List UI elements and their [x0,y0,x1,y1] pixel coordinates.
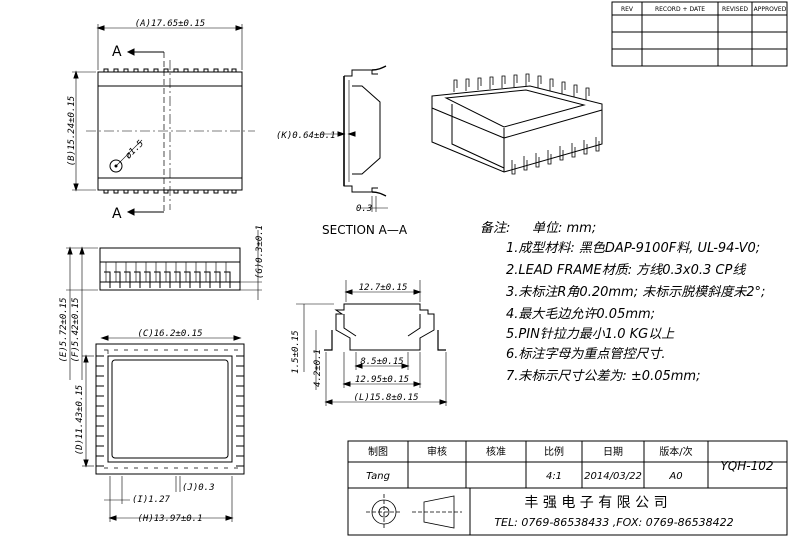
dim-a: (A)17.65±0.15 [135,19,205,29]
profile-view: 12.7±0.15 1.5±0.15 4.2±0.1 8.5±0.15 12.9… [291,280,448,406]
company-name: 丰 强 电 子 有 限 公 司 [524,495,667,511]
company-contact: TEL: 0769-86538433 ,FOX: 0769-86538422 [494,516,733,529]
top-view: A A ø1.5 (A)17.65±0.15 (B)15.24±0.15 [67,19,255,222]
note-item-7: 7.未标示尺寸公差为: ±0.05mm; [506,369,700,384]
section-title: SECTION A—A [322,223,408,237]
dim-g: (G)0.3±0.1 [255,225,265,279]
dim-e: (E)5.72±0.15 [59,297,69,362]
notes-block: 备注: 单位: mm; 1.成型材料: 黑色DAP-9100F料, UL-94-… [480,220,765,384]
dim-f: (F)5.42±0.15 [71,297,81,362]
tb-header-checked: 审核 [427,445,447,458]
title-block: 制图 审核 核准 比例 日期 版本/次 Tang 4:1 2014/03/22 … [347,440,788,536]
side-view: (G)0.3±0.1 (E)5.72±0.15 (F)5.42±0.15 [59,225,265,380]
top-view-pins [103,68,237,194]
projection-symbol-icon [366,494,462,530]
dim-k: (K)0.64±0.1 [276,131,336,141]
note-item-1: 1.成型材料: 黑色DAP-9100F料, UL-94-V0; [506,241,760,256]
dim-profile-mid: 12.95±0.15 [355,375,409,385]
section-mark-top: A [112,44,122,60]
dim-d: (D)11.43±0.15 [75,385,85,455]
rev-header-approved: APPROVED [754,6,787,13]
note-item-4: 4.最大毛边允许0.05mm; [506,306,655,322]
rev-header-record: RECORD + DATE [655,6,705,13]
dim-i: (I)1.27 [132,495,171,505]
bottom-view: (C)16.2±0.15 (D)11.43±0.15 (I)1.27 (J)0.… [75,329,245,524]
note-item-3: 3.未标注R角0.20mm; 未标示脱模斜度未2°; [506,285,765,300]
tb-value-version: A0 [668,471,682,482]
isometric-pins [453,73,600,175]
dim-profile-l: (L)15.8±0.15 [353,393,418,403]
section-view: (K)0.64±0.1 0.3 SECTION A—A [276,65,408,237]
dim-profile-h2: 4.2±0.1 [313,349,323,387]
dim-c: (C)16.2±0.15 [137,329,202,339]
dim-pin: 0.3 [356,204,372,214]
tb-header-date: 日期 [603,446,623,458]
note-item-5: 5.PIN针拉力最小1.0 KG以上 [506,326,675,342]
revision-table: REV RECORD + DATE REVISED APPROVED [611,1,788,67]
dim-profile-h1: 1.5±0.15 [291,330,301,373]
dim-profile-inner: 8.5±0.15 [360,357,403,367]
tb-header-drawn: 制图 [368,445,388,458]
notes-title: 备注: [480,221,510,236]
tb-value-scale: 4:1 [546,471,562,482]
note-item-2: 2.LEAD FRAME材质: 方线0.3x0.3 CP线 [506,263,746,278]
rev-header-rev: REV [621,6,634,13]
section-mark-bottom: A [112,206,122,222]
locating-hole-icon [109,159,123,173]
notes-unit: 单位: mm; [532,220,596,236]
rev-header-revised: REVISED [722,6,748,13]
dim-hole: ø1.5 [124,139,146,161]
tb-value-date: 2014/03/22 [584,471,642,482]
tb-header-scale: 比例 [544,445,564,458]
part-number: YQH-102 [720,459,773,473]
dim-j: (J)0.3 [182,483,215,493]
tb-value-drawn: Tang [366,471,390,482]
dim-b: (B)15.24±0.15 [67,96,77,166]
note-item-6: 6.标注字母为重点管控尺寸. [506,346,666,362]
isometric-view [431,73,603,175]
dim-h: (H)13.97±0.1 [137,514,202,524]
dim-profile-top: 12.7±0.15 [359,283,408,293]
tb-header-approved: 核准 [486,445,506,458]
tb-header-version: 版本/次 [659,445,692,458]
